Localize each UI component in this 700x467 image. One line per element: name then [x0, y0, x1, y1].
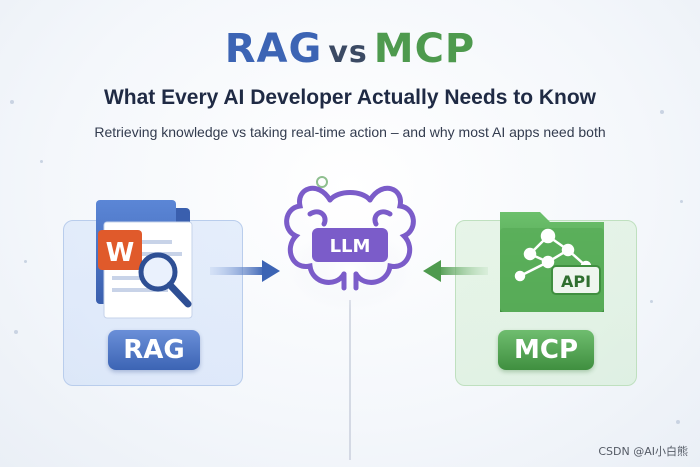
- api-label: API: [561, 272, 591, 291]
- brain-icon: [284, 176, 416, 291]
- arrow-left-icon: [423, 260, 488, 282]
- mcp-badge: MCP: [498, 330, 594, 370]
- title-mcp: MCP: [373, 26, 476, 72]
- magnifier-icon: [138, 252, 192, 308]
- llm-label: LLM: [330, 236, 371, 257]
- doc-letter: W: [106, 238, 135, 268]
- network-icon: [514, 228, 592, 282]
- watermark: CSDN @AI小白熊: [598, 445, 688, 458]
- llm-label-box: [312, 228, 388, 262]
- rag-badge: RAG: [108, 330, 200, 370]
- title-vs: vs: [328, 35, 368, 70]
- subtitle: What Every AI Developer Actually Needs t…: [103, 86, 597, 109]
- tagline: Retrieving knowledge vs taking real-time…: [94, 124, 606, 140]
- title-rag: RAG: [224, 26, 323, 72]
- arrow-right-icon: [210, 260, 280, 282]
- api-box: [551, 265, 601, 295]
